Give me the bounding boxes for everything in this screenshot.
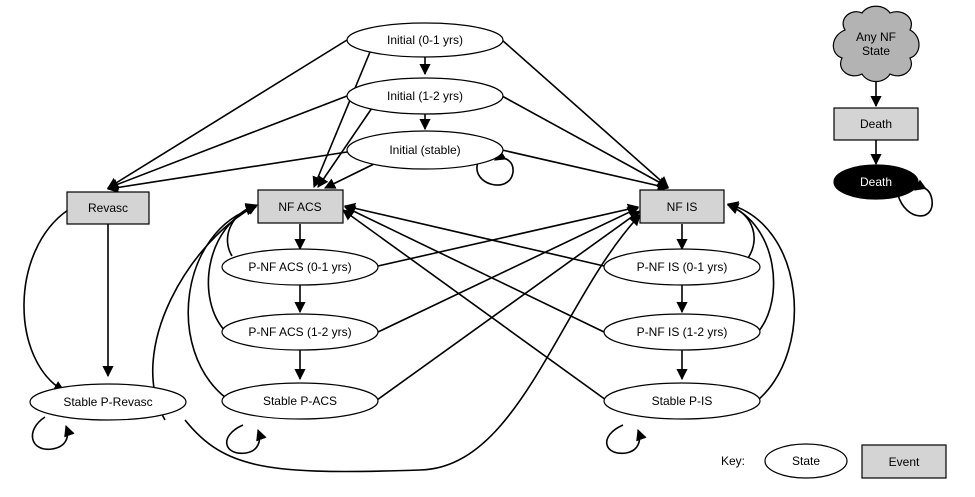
edge-pnfis12-back-to-nfis xyxy=(726,203,775,333)
node-label-line1: Any NF xyxy=(856,30,896,44)
edge-stablepis-self-loop xyxy=(605,424,647,454)
state-ellipse xyxy=(346,77,504,115)
state-ellipse xyxy=(29,383,187,421)
terminal-ellipse xyxy=(833,164,919,200)
node-pnf-is-1-2: P-NF IS (1-2 yrs) xyxy=(603,313,761,351)
event-rect xyxy=(639,189,725,224)
node-initial-0-1: Initial (0-1 yrs) xyxy=(346,22,504,58)
edge-initial01-to-nfis xyxy=(501,39,669,188)
event-rect xyxy=(66,191,150,225)
event-rect xyxy=(833,107,919,141)
node-pnf-acs-0-1: P-NF ACS (0-1 yrs) xyxy=(221,248,379,286)
node-label: P-NF IS (0-1 yrs) xyxy=(637,260,728,274)
node-pnf-is-0-1: P-NF IS (0-1 yrs) xyxy=(603,248,761,286)
node-stable-pacs: Stable P-ACS xyxy=(221,382,379,420)
node-label: P-NF ACS (0-1 yrs) xyxy=(248,260,351,274)
edge-stablepacs-self-loop xyxy=(225,424,267,454)
state-ellipse xyxy=(346,22,504,58)
edge-initial12-to-nfacs xyxy=(317,107,373,188)
edge-pnfacs01-to-nfis xyxy=(377,203,640,267)
node-label: Initial (stable) xyxy=(389,143,460,157)
node-stable-prevasc: Stable P-Revasc xyxy=(29,383,187,421)
legend-event-label: Event xyxy=(889,455,920,469)
edge-stableprevasc-to-nfacs xyxy=(152,204,258,421)
edge-stablepis-back-to-nfis xyxy=(726,201,796,401)
state-ellipse xyxy=(603,382,761,420)
legend-state-swatch xyxy=(764,443,848,479)
state-ellipse xyxy=(221,248,379,286)
edge-initialstable-to-nfacs xyxy=(323,161,379,189)
state-ellipse xyxy=(603,313,761,351)
edge-pnfacs12-back-to-nfacs xyxy=(207,204,258,333)
node-label: Stable P-Revasc xyxy=(63,395,152,409)
node-death-state: Death xyxy=(833,164,919,200)
edge-initial01-to-nfacs xyxy=(312,51,371,189)
node-label: Initial (1-2 yrs) xyxy=(387,89,463,103)
edge-pnfis01-to-nfacs xyxy=(343,202,605,267)
node-label: Death xyxy=(860,117,892,131)
legend: Key: State Event xyxy=(721,443,947,479)
edge-stablepacs-back-to-nfacs xyxy=(187,204,258,399)
edges xyxy=(23,39,933,473)
legend-title: Key: xyxy=(721,454,745,468)
node-nf-acs: NF ACS xyxy=(257,189,344,224)
legend-event-swatch xyxy=(861,444,947,479)
node-label-line2: State xyxy=(862,44,890,58)
edge-initialstable-self-loop xyxy=(476,149,514,186)
node-stable-pis: Stable P-IS xyxy=(603,382,761,420)
node-revasc: Revasc xyxy=(66,191,150,225)
edge-stableprevasc-to-nfis xyxy=(184,214,641,473)
node-label: P-NF ACS (1-2 yrs) xyxy=(248,325,351,339)
node-label: Death xyxy=(860,175,892,189)
state-ellipse xyxy=(346,130,504,170)
edge-stablepacs-to-nfis xyxy=(376,210,641,401)
edge-initial12-to-revasc xyxy=(106,95,348,190)
state-ellipse xyxy=(221,382,379,420)
node-death-event: Death xyxy=(833,107,919,141)
edge-initialstable-to-nfis xyxy=(501,149,670,192)
node-pnf-acs-1-2: P-NF ACS (1-2 yrs) xyxy=(221,313,379,351)
edge-initial12-to-nfis xyxy=(501,95,669,188)
edge-stableprevasc-self-loop xyxy=(31,416,75,450)
node-label: Initial (0-1 yrs) xyxy=(387,33,463,47)
nodes: Initial (0-1 yrs) Initial (1-2 yrs) Init… xyxy=(29,5,920,421)
node-label: Stable P-IS xyxy=(652,394,713,408)
edge-deathstate-self-loop xyxy=(897,179,933,217)
edge-pnfacs12-to-nfis xyxy=(377,207,640,333)
edge-revasc-to-stableprevasc-curve xyxy=(23,209,69,392)
node-label: P-NF IS (1-2 yrs) xyxy=(637,325,728,339)
event-rect xyxy=(257,189,344,224)
state-ellipse xyxy=(603,248,761,286)
node-nf-is: NF IS xyxy=(639,189,725,224)
node-label: Stable P-ACS xyxy=(263,394,337,408)
node-initial-stable: Initial (stable) xyxy=(346,130,504,170)
edge-initial01-to-revasc xyxy=(107,39,348,189)
edge-pnfis12-to-nfacs xyxy=(343,206,605,333)
node-label: NF IS xyxy=(667,200,698,214)
cloud-shape xyxy=(832,5,920,83)
node-any-nf-state: Any NF State xyxy=(832,5,920,83)
state-ellipse xyxy=(221,313,379,351)
node-label: NF ACS xyxy=(278,200,321,214)
node-initial-1-2: Initial (1-2 yrs) xyxy=(346,77,504,115)
legend-state-label: State xyxy=(792,454,820,468)
edge-initialstable-to-revasc xyxy=(106,151,348,193)
node-label: Revasc xyxy=(88,201,128,215)
edge-stablepis-to-nfacs xyxy=(342,209,607,401)
